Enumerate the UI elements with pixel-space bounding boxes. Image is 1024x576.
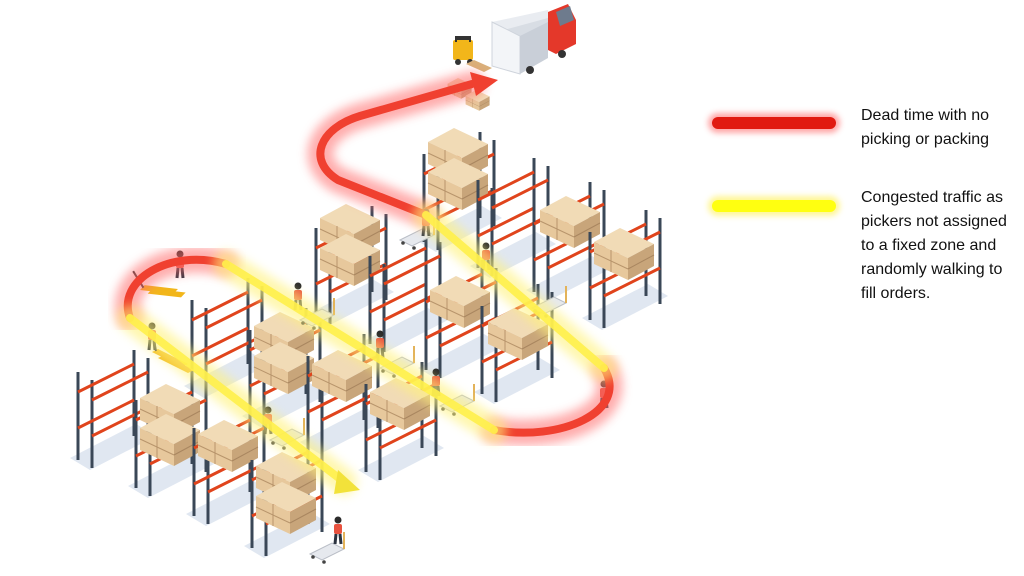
legend-red-swatch bbox=[712, 117, 836, 129]
congested-traffic-path bbox=[117, 202, 617, 495]
legend-red-label: Dead time with no picking or packing bbox=[861, 107, 990, 148]
forklift-icon bbox=[453, 36, 492, 72]
legend-yellow-swatch bbox=[712, 200, 836, 212]
legend-yellow-label: Congested traffic as pickers not assigne… bbox=[861, 189, 1007, 302]
truck-icon bbox=[491, 4, 576, 75]
